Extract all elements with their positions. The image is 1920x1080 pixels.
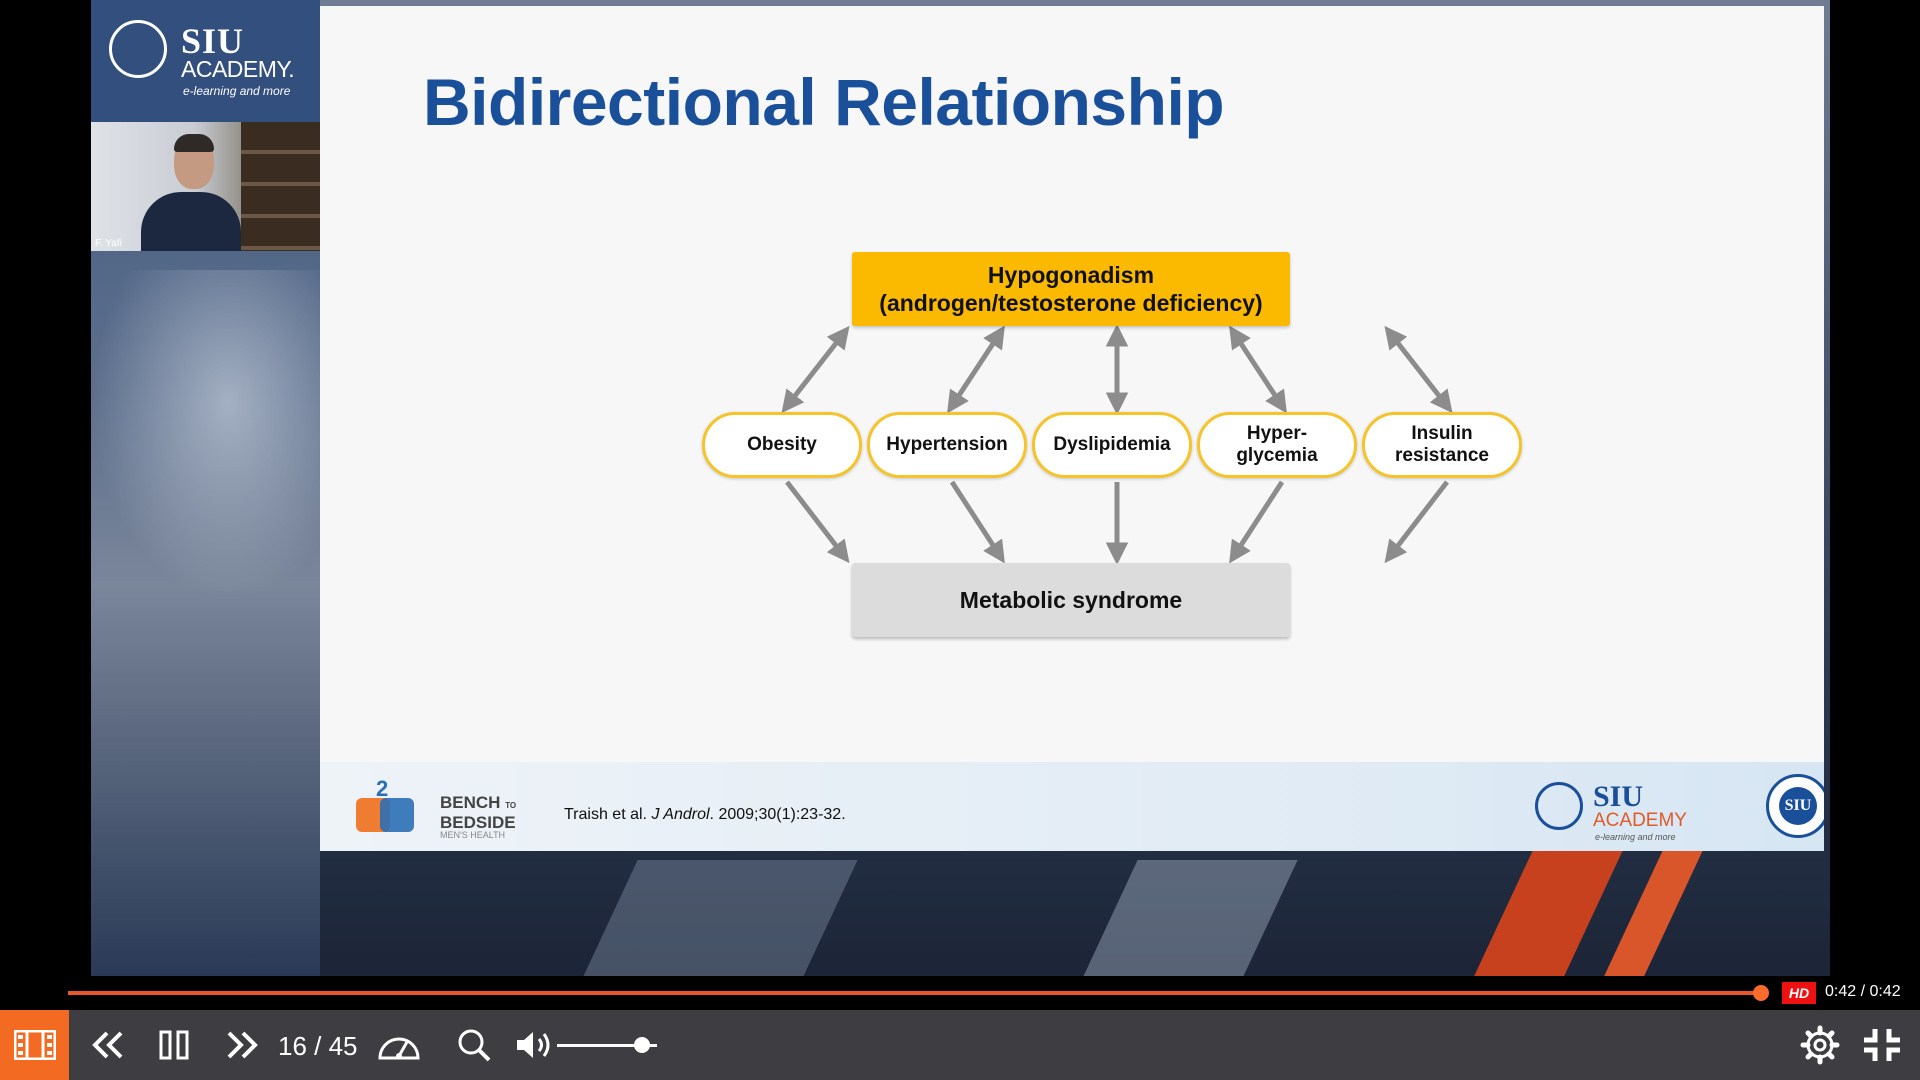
arrow-insulin-metabolic [1390,482,1447,556]
bookshelf [241,122,320,251]
hd-badge[interactable]: HD [1782,982,1816,1004]
condition-pill-dyslipidemia: Dyslipidemia [1032,412,1192,478]
b2b-logo-icon: 2 [356,780,436,842]
arrow-obesity-metabolic [787,482,844,556]
exit-fullscreen-icon [1862,1027,1902,1063]
brand-academy: ACADEMY. [181,56,294,83]
condition-pill-hyperglycemia: Hyper- glycemia [1197,412,1357,478]
seal-text: SIU [1769,797,1824,815]
volume-icon [514,1029,554,1061]
filmstrip-button[interactable] [0,1010,69,1080]
condition-label: Hyper- [1236,423,1317,445]
condition-pill-obesity: Obesity [702,412,862,478]
brand-tagline: e-learning and more [183,84,290,98]
condition-label: Hypertension [886,434,1007,456]
condition-label-line2: glycemia [1236,445,1317,467]
search-button[interactable] [454,1010,494,1080]
pause-icon [158,1029,190,1061]
societe-internationale-seal-icon: SIU [1766,774,1824,838]
presenter-body [141,192,241,251]
siu-vitruvian-icon [1535,782,1583,830]
previous-icon [91,1030,125,1060]
next-slide-button[interactable] [220,1010,264,1080]
left-panel: SIU ACADEMY. e-learning and more F. Yafi [91,0,320,976]
presenter-video: F. Yafi [91,122,320,251]
player-control-bar: 16 / 45 [0,1010,1920,1080]
condition-label: Dyslipidemia [1053,434,1170,456]
volume-handle[interactable] [634,1037,650,1053]
seek-handle[interactable] [1753,985,1769,1001]
b2b-subtitle: MEN'S HEALTH [440,830,505,840]
pause-button[interactable] [154,1010,194,1080]
search-icon [456,1027,492,1063]
svg-text:2: 2 [376,780,388,801]
hypogonadism-sublabel: (androgen/testosterone deficiency) [879,289,1262,317]
arrow-hypertension-metabolic [952,482,1000,556]
presenter-hair [174,134,214,152]
arrow-insulin-hypogonadism [1390,333,1447,406]
condition-label: Obesity [747,434,817,456]
speed-icon [376,1028,422,1062]
seek-bar[interactable] [68,991,1763,995]
b2b-line2: BEDSIDE [440,814,516,831]
playback-speed-button[interactable] [374,1010,424,1080]
vitruvian-logo-icon [109,20,167,78]
video-stage: SIU ACADEMY. e-learning and more F. Yafi… [91,0,1830,976]
b2b-line1: BENCH TO [440,794,516,814]
condition-label-line2: resistance [1395,445,1489,467]
siu-footer-tagline: e-learning and more [1595,832,1676,842]
condition-pill-hypertension: Hypertension [867,412,1027,478]
presentation-slide: Bidirectional Relationship [320,6,1824,851]
siu-footer-name: SIU [1593,780,1643,814]
metabolic-syndrome-box: Metabolic syndrome [852,563,1290,637]
metabolic-syndrome-label: Metabolic syndrome [960,587,1182,614]
exit-fullscreen-button[interactable] [1860,1010,1904,1080]
b2b-logo-text: BENCH TO BEDSIDE [440,794,516,831]
bg-stripe [544,860,857,976]
bg-stripe [1444,840,1627,976]
presenter-name: F. Yafi [95,238,122,249]
previous-slide-button[interactable] [86,1010,130,1080]
mute-button[interactable] [512,1010,556,1080]
slide-counter: 16 / 45 [278,1031,358,1062]
siu-footer-academy: ACADEMY [1593,810,1687,832]
arrow-hyperglycemia-metabolic [1234,482,1282,556]
condition-label: Insulin [1395,423,1489,445]
slide-footer: 2 BENCH TO BEDSIDE MEN'S HEALTH Traish e… [320,762,1824,851]
arrow-hypertension-hypogonadism [952,333,1000,406]
time-display: 0:42 / 0:42 [1825,983,1901,1001]
citation: Traish et al. J Androl. 2009;30(1):23-32… [564,806,846,824]
settings-icon [1800,1025,1840,1065]
hypogonadism-label: Hypogonadism [879,261,1262,289]
world-map-graphic [91,270,320,600]
bg-stripe [1044,860,1297,976]
arrow-hyperglycemia-hypogonadism [1234,333,1282,406]
arrow-obesity-hypogonadism [787,333,844,406]
filmstrip-icon [14,1030,56,1060]
next-icon [225,1030,259,1060]
siu-academy-header: SIU ACADEMY. e-learning and more [91,0,320,122]
settings-button[interactable] [1798,1010,1842,1080]
condition-pill-insulin-resistance: Insulin resistance [1362,412,1522,478]
b2b-to: TO [505,801,516,810]
hypogonadism-box: Hypogonadism (androgen/testosterone defi… [852,252,1290,326]
